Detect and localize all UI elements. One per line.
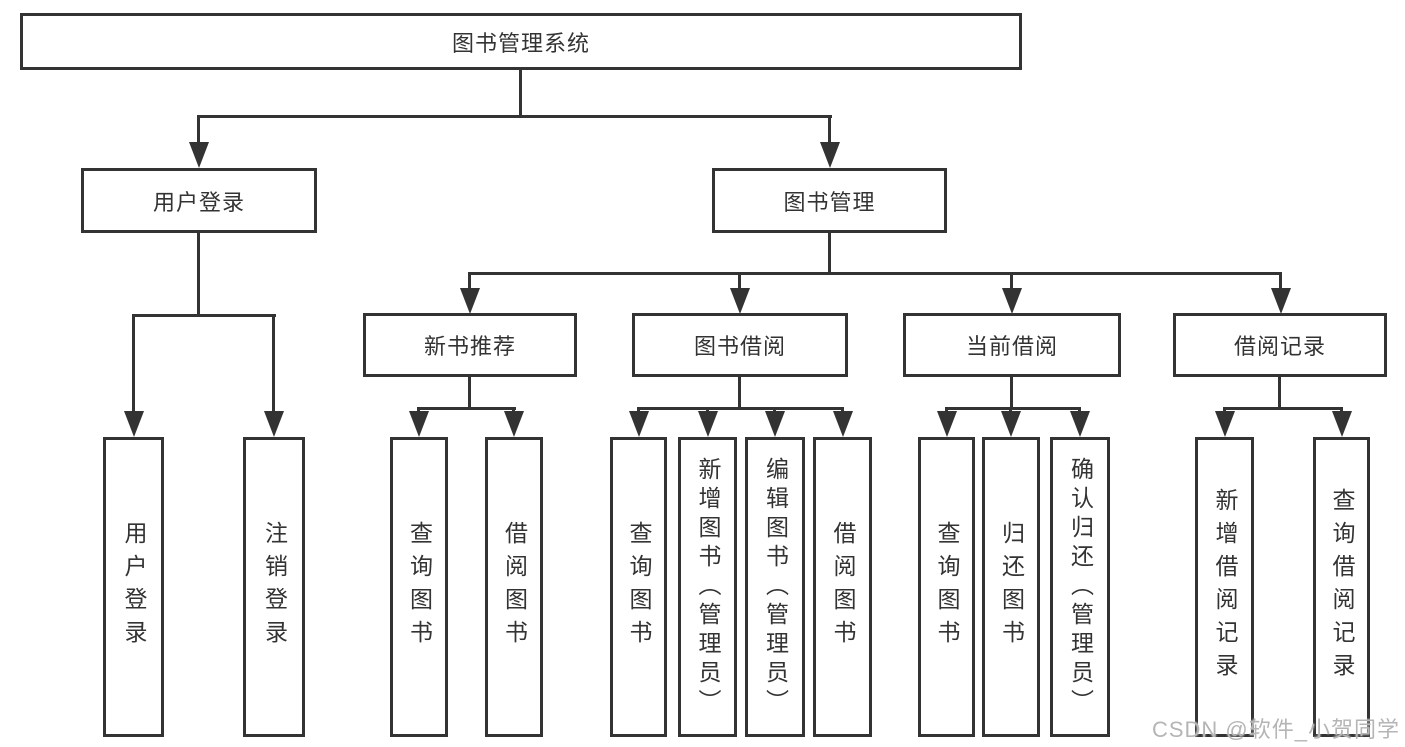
node-borrow-records: 借阅记录 [1173, 313, 1387, 377]
connector-line [519, 70, 522, 117]
connector-line [945, 407, 948, 414]
connector-line [132, 314, 276, 317]
connector-line [1223, 407, 1226, 414]
arrow-down-icon [1069, 411, 1090, 437]
leaf-query-book-current: 查询图书 [918, 437, 975, 737]
node-root: 图书管理系统 [20, 13, 1022, 70]
connector-line [468, 272, 1282, 275]
connector-line [1010, 272, 1013, 290]
arrow-down-icon [628, 411, 649, 437]
connector-line [417, 407, 516, 410]
leaf-query-borrow-record: 查询借阅记录 [1313, 437, 1370, 737]
leaf-query-book-borrow: 查询图书 [610, 437, 667, 737]
connector-line [828, 233, 831, 274]
leaf-logout-login: 注销登录 [243, 437, 305, 737]
node-book-mgmt: 图书管理 [712, 168, 947, 233]
node-current-borrow: 当前借阅 [903, 313, 1121, 377]
leaf-edit-book-admin: 编辑图书（管理员） [745, 437, 805, 737]
connector-line [468, 377, 471, 409]
connector-line [1278, 377, 1281, 409]
leaf-confirm-return-admin: 确认归还（管理员） [1050, 437, 1110, 737]
arrow-down-icon [123, 411, 144, 437]
arrow-down-icon [1214, 411, 1235, 437]
arrow-down-icon [697, 411, 718, 437]
leaf-add-book-admin: 新增图书（管理员） [678, 437, 737, 737]
leaf-add-borrow-record: 新增借阅记录 [1195, 437, 1254, 737]
connector-line [637, 407, 640, 414]
arrow-down-icon [832, 411, 853, 437]
connector-line [738, 272, 741, 290]
connector-line [945, 407, 1081, 410]
node-user-login: 用户登录 [81, 168, 317, 233]
leaf-query-book-newbook: 查询图书 [390, 437, 448, 737]
arrow-down-icon [819, 142, 840, 168]
connector-line [1279, 272, 1282, 290]
connector-line [706, 407, 709, 414]
leaf-return-book: 归还图书 [982, 437, 1040, 737]
connector-line [841, 407, 844, 414]
arrow-down-icon [729, 288, 750, 314]
connector-line [512, 407, 515, 414]
connector-line [1010, 377, 1013, 409]
arrow-down-icon [1000, 411, 1021, 437]
leaf-borrow-book-newbook: 借阅图书 [485, 437, 543, 737]
leaf-user-login: 用户登录 [103, 437, 164, 737]
connector-line [272, 314, 275, 413]
connector-line [1009, 407, 1012, 414]
arrow-down-icon [408, 411, 429, 437]
connector-line [468, 272, 471, 290]
arrow-down-icon [1331, 411, 1352, 437]
connector-line [1223, 407, 1343, 410]
connector-line [197, 233, 200, 316]
leaf-borrow-book-borrow: 借阅图书 [813, 437, 872, 737]
connector-line [1340, 407, 1343, 414]
connector-line [738, 377, 741, 409]
node-new-book-rec: 新书推荐 [363, 313, 577, 377]
arrow-down-icon [764, 411, 785, 437]
arrow-down-icon [1001, 288, 1022, 314]
arrow-down-icon [936, 411, 957, 437]
connector-line [132, 314, 135, 413]
connector-line [197, 115, 200, 145]
connector-line [637, 407, 844, 410]
connector-line [197, 115, 832, 118]
arrow-down-icon [503, 411, 524, 437]
connector-line [1078, 407, 1081, 414]
connector-line [828, 115, 831, 145]
csdn-watermark: CSDN @软件_小贺同学 [1151, 717, 1400, 742]
node-book-borrow: 图书借阅 [632, 313, 848, 377]
arrow-down-icon [188, 142, 209, 168]
connector-line [417, 407, 420, 414]
arrow-down-icon [1270, 288, 1291, 314]
arrow-down-icon [459, 288, 480, 314]
connector-line [773, 407, 776, 414]
arrow-down-icon [263, 411, 284, 437]
